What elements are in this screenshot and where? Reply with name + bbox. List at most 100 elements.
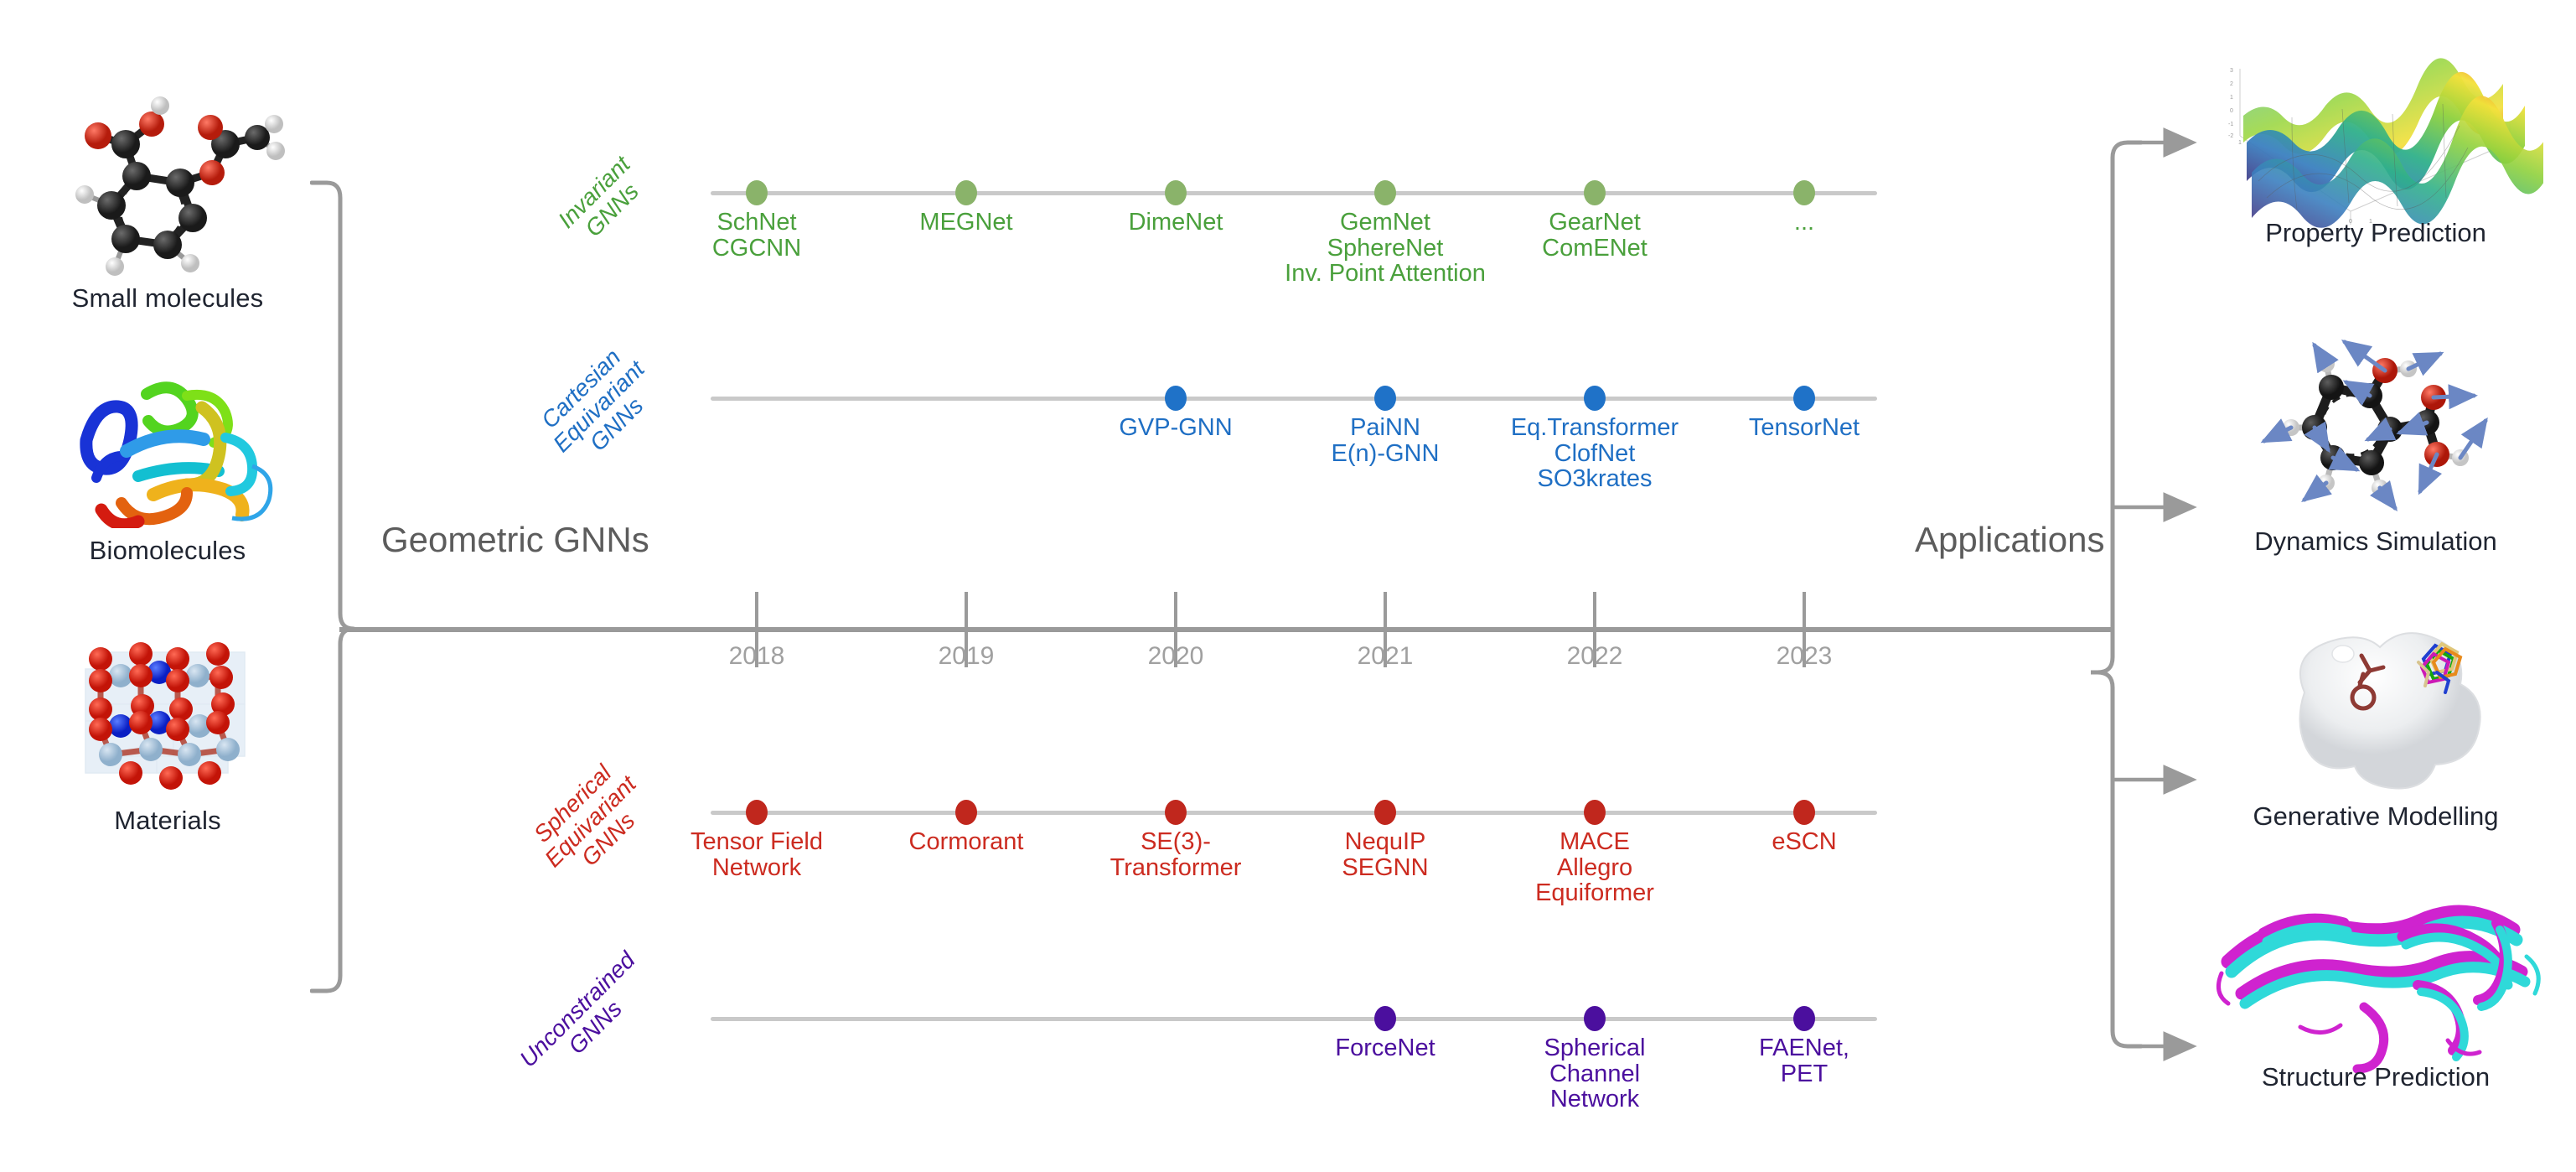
axis-tick-2020-down	[1174, 632, 1177, 667]
application-caption-generative-modelling: Generative Modelling	[2253, 801, 2499, 831]
application-caption-property-prediction: Property Prediction	[2265, 218, 2486, 247]
model-name: SphereNet	[1327, 234, 1444, 262]
timeline-dot-invariant-2021[interactable]	[1374, 180, 1396, 205]
model-name: SchNet	[716, 209, 797, 236]
axis-year-2019: 2019	[938, 642, 995, 670]
crystal-lattice-icon	[50, 629, 285, 796]
timeline-dot-unconstrained-2023[interactable]	[1793, 1006, 1815, 1031]
model-name: TensorNet	[1748, 414, 1860, 441]
timeline-entry-unconstrained-2023: FAENet, PET	[1759, 1035, 1849, 1086]
timeline-entry-invariant-2021: GemNet SphereNet Inv. Point Attention	[1285, 210, 1486, 287]
axis-tick-2019-down	[965, 632, 968, 667]
axis-tick-2018-down	[755, 632, 758, 667]
track-label-line: Equivariant	[540, 770, 642, 873]
model-name: PaiNN	[1350, 414, 1420, 441]
axis-year-2023: 2023	[1776, 642, 1833, 670]
track-label-line: Unconstrained	[515, 946, 640, 1072]
track-label-invariant: Invariant GNNs	[517, 116, 689, 288]
timeline-entry-unconstrained-2022: Spherical Channel Network	[1544, 1035, 1646, 1112]
model-name: Allegro	[1556, 853, 1633, 881]
timeline-dot-spherical-2018[interactable]	[746, 800, 768, 825]
timeline-entry-cartesian-2021: PaiNN E(n)-GNN	[1332, 415, 1440, 466]
model-name: MACE	[1560, 828, 1630, 855]
timeline-rule-spherical	[711, 811, 1877, 815]
model-name: Tensor Field	[691, 828, 823, 855]
timeline-entry-invariant-2018: SchNet CGCNN	[712, 210, 801, 261]
section-label-applications: Applications	[1915, 520, 2105, 559]
model-name: PET	[1780, 1060, 1829, 1087]
timeline-dot-spherical-2023[interactable]	[1793, 800, 1815, 825]
timeline-dot-spherical-2019[interactable]	[955, 800, 977, 825]
track-label-line: Invariant	[552, 151, 635, 234]
svg-text:0: 0	[2349, 219, 2352, 225]
timeline-dot-invariant-2019[interactable]	[955, 180, 977, 205]
model-name: SEGNN	[1342, 853, 1429, 881]
track-label-line: Equivariant	[548, 355, 650, 458]
axis-tick-2020-up	[1174, 592, 1177, 627]
protein-ribbon-icon	[46, 360, 289, 532]
model-name: Network	[1549, 1086, 1640, 1113]
timeline-dot-unconstrained-2021[interactable]	[1374, 1006, 1396, 1031]
timeline-rule-invariant	[711, 191, 1877, 195]
timeline-entry-cartesian-2023: TensorNet	[1749, 415, 1860, 441]
axis-year-2021: 2021	[1357, 642, 1414, 670]
track-label-unconstrained: Unconstrained GNNs	[483, 915, 691, 1123]
model-name: E(n)-GNN	[1331, 439, 1440, 467]
timeline-rule-unconstrained	[711, 1017, 1877, 1021]
axis-tick-2019-up	[965, 592, 968, 627]
model-name: eSCN	[1772, 828, 1837, 855]
timeline-entry-cartesian-2020: GVP-GNN	[1119, 415, 1232, 441]
model-name: SO3krates	[1537, 465, 1653, 493]
timeline-area: Invariant GNNs SchNet CGCNN MEGNet DimeN…	[339, 116, 2112, 1123]
timeline-dot-spherical-2020[interactable]	[1165, 800, 1187, 825]
aspirin-molecule-icon	[46, 92, 289, 277]
section-label-geometric-gnns: Geometric GNNs	[381, 520, 649, 559]
timeline-dot-cartesian-2020[interactable]	[1165, 386, 1187, 411]
timeline-dot-unconstrained-2022[interactable]	[1584, 1006, 1606, 1031]
timeline-dot-spherical-2022[interactable]	[1584, 800, 1606, 825]
timeline-dot-spherical-2021[interactable]	[1374, 800, 1396, 825]
svg-text:1: 1	[2230, 95, 2233, 101]
model-name: Spherical	[1544, 1035, 1646, 1061]
protein-alignment-icon	[2208, 884, 2552, 1074]
model-name: GemNet	[1340, 209, 1430, 236]
model-name: DimeNet	[1128, 209, 1223, 236]
timeline-dot-invariant-2022[interactable]	[1584, 180, 1606, 205]
model-name: Eq.Transformer	[1510, 414, 1679, 441]
timeline-entry-spherical-2019: Cormorant	[909, 829, 1024, 855]
track-label-spherical-equivariant: Spherical Equivariant GNNs	[478, 709, 703, 935]
axis-tick-2021-up	[1384, 592, 1387, 627]
timeline-dot-cartesian-2021[interactable]	[1374, 386, 1396, 411]
axis-tick-2022-up	[1593, 592, 1596, 627]
axis-tick-2023-down	[1803, 632, 1806, 667]
model-name: ForceNet	[1335, 1035, 1435, 1061]
application-caption-structure-prediction: Structure Prediction	[2261, 1062, 2491, 1092]
timeline-axis	[339, 627, 2112, 632]
svg-text:2: 2	[2230, 81, 2233, 87]
model-name: ClofNet	[1554, 439, 1636, 467]
protein-surface-ligand-icon	[2246, 620, 2514, 813]
timeline-dot-cartesian-2022[interactable]	[1584, 386, 1606, 411]
input-caption-small-molecules: Small molecules	[71, 283, 264, 313]
model-name: Network	[711, 853, 802, 881]
timeline-dot-invariant-2023[interactable]	[1793, 180, 1815, 205]
timeline-dot-cartesian-2023[interactable]	[1793, 386, 1815, 411]
applications-column: 321 0-1-2 101 0 Property Prediction	[2179, 0, 2576, 1172]
molecule-force-arrows-icon	[2229, 335, 2522, 537]
timeline-dot-invariant-2018[interactable]	[746, 180, 768, 205]
application-caption-dynamics-simulation: Dynamics Simulation	[2254, 526, 2497, 556]
model-name: ComENet	[1542, 234, 1648, 262]
svg-text:0: 0	[2230, 108, 2233, 114]
svg-text:3: 3	[2230, 68, 2233, 74]
model-name: GearNet	[1549, 209, 1641, 236]
timeline-entry-cartesian-2022: Eq.Transformer ClofNet SO3krates	[1511, 415, 1679, 492]
timeline-dot-invariant-2020[interactable]	[1165, 180, 1187, 205]
axis-tick-2018-up	[755, 592, 758, 627]
timeline-entry-invariant-2023: ...	[1794, 210, 1814, 236]
axis-tick-2023-up	[1803, 592, 1806, 627]
timeline-entry-invariant-2022: GearNet ComENet	[1542, 210, 1648, 261]
svg-text:1: 1	[2369, 219, 2372, 225]
bracket-upper-arm	[2091, 140, 2144, 675]
model-name: SE(3)-	[1141, 828, 1211, 855]
model-name: Equiformer	[1535, 879, 1654, 907]
